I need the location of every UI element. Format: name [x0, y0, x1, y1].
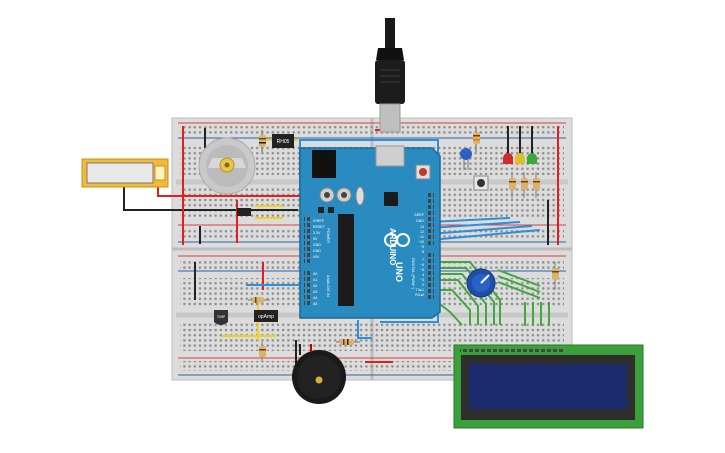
resistor-right[interactable]: [552, 262, 559, 290]
resistor-led-3[interactable]: [533, 172, 540, 198]
transistor-block[interactable]: [237, 208, 251, 216]
reset-button[interactable]: [415, 164, 431, 180]
label-pin-3: ~3: [420, 278, 424, 282]
label-pin-2: 2: [422, 283, 424, 287]
piezo-buzzer-icon[interactable]: [292, 344, 346, 404]
label-pin-10: ~10: [418, 240, 424, 244]
arduino-brand: ARDUINO: [388, 228, 397, 265]
wire-green-9[interactable]: [497, 281, 541, 299]
label-a0: A0: [313, 272, 317, 276]
label-a2: A2: [313, 284, 317, 288]
label-gnd1: GND: [313, 243, 321, 247]
arduino-uno[interactable]: ARDUINO UNO AREF GND 13 12 ~11 ~10 ~9 8 …: [299, 145, 441, 319]
tmp-sensor[interactable]: TMP: [214, 310, 228, 325]
power-jack: [312, 150, 336, 178]
label-gnd2: GND: [313, 249, 321, 253]
resistor-bottom-center[interactable]: [336, 339, 360, 345]
wire-green-7[interactable]: [497, 269, 541, 287]
label-digital: DIGITAL (PWM~): [411, 258, 416, 290]
wire-blue-d11[interactable]: [429, 221, 521, 229]
label-pin-5: ~5: [420, 268, 424, 272]
arduino-logo: [384, 233, 410, 247]
led-yellow[interactable]: [515, 153, 525, 164]
lcd-display[interactable]: [453, 344, 644, 429]
label-pin-4: 4: [422, 273, 424, 277]
resistor-top-left[interactable]: [259, 130, 266, 152]
arduino-model: UNO: [394, 262, 404, 282]
digital-header-top[interactable]: [428, 192, 434, 246]
label-pin-8: 8: [422, 250, 424, 254]
label-a5: A5: [313, 302, 317, 306]
wire-green-8[interactable]: [497, 275, 541, 293]
label-vin: VIN: [313, 255, 319, 259]
label-analog: ANALOG IN: [326, 275, 331, 297]
dip-chip-top[interactable]: RH05: [272, 134, 294, 148]
wire-blue-bottom[interactable]: [357, 320, 372, 339]
label-pin-rx: RX◂0: [415, 293, 424, 297]
resistor-led-2[interactable]: [521, 172, 528, 198]
resistor-lower-mid[interactable]: [259, 342, 266, 362]
blue-led[interactable]: [460, 148, 472, 170]
opamp-chip[interactable]: opAmp: [254, 310, 278, 322]
label-pin-11: ~11: [418, 235, 424, 239]
dip-chip-label: RH05: [277, 139, 290, 145]
pushbutton-icon[interactable]: [473, 175, 489, 191]
digital-header-bottom[interactable]: [428, 252, 434, 300]
potentiometer-icon[interactable]: [466, 268, 496, 298]
label-pin-12: 12: [420, 230, 424, 234]
label-pin-tx: TX▸1: [416, 288, 424, 292]
lcd-header-pins[interactable]: [460, 347, 564, 352]
dc-motor-icon[interactable]: [198, 137, 256, 195]
label-pin-13: 13: [420, 225, 424, 229]
label-a3: A3: [313, 290, 317, 294]
resistor-lower-left[interactable]: [248, 297, 270, 303]
wire-green-5[interactable]: [432, 289, 471, 325]
atmega-chip: [338, 214, 354, 306]
wire-blue-d10[interactable]: [429, 225, 533, 235]
label-aref: AREF: [414, 213, 424, 217]
label-pin-6: ~6: [420, 263, 424, 267]
label-reset: RESET: [313, 225, 326, 229]
tmp-sensor-label: TMP: [217, 314, 226, 319]
wire-red-battery[interactable]: [157, 186, 300, 197]
opamp-label: opAmp: [258, 314, 274, 320]
label-a4: A4: [313, 296, 317, 300]
label-pin-9: ~9: [420, 245, 424, 249]
battery-pack-icon[interactable]: [81, 158, 169, 188]
lcd-screen: [469, 364, 627, 409]
wire-green-4[interactable]: [432, 279, 479, 325]
label-gnd: GND: [416, 219, 424, 223]
label-pin-7: 7: [422, 258, 424, 262]
usb-port: [375, 145, 405, 167]
label-5v: 5V: [313, 237, 318, 241]
label-a1: A1: [313, 278, 317, 282]
label-33v: 3.3V: [313, 231, 321, 235]
label-ioref: IOREF: [313, 219, 325, 223]
led-green[interactable]: [527, 153, 537, 164]
resistor-top-right[interactable]: [473, 128, 480, 152]
resistor-led-1[interactable]: [509, 172, 516, 198]
crystal: [355, 186, 365, 206]
wire-blue-d9[interactable]: [429, 229, 541, 241]
power-header[interactable]: [304, 216, 310, 264]
analog-header[interactable]: [304, 270, 310, 306]
usb-cable-icon[interactable]: [375, 18, 405, 133]
led-red[interactable]: [503, 153, 513, 164]
label-power: POWER: [326, 228, 331, 243]
wire-blue-d12[interactable]: [429, 217, 511, 223]
